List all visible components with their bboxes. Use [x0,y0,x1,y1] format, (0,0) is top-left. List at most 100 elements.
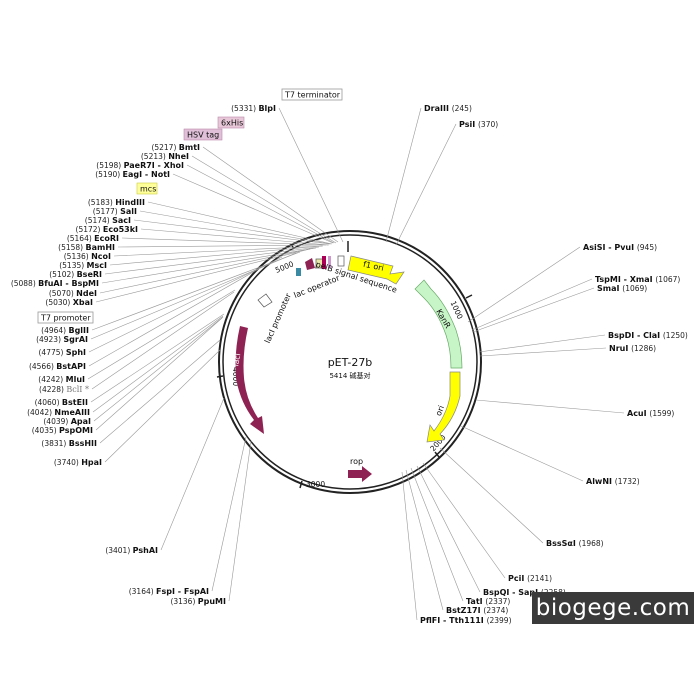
kanr-feature [414,279,463,369]
leader-pshai [160,397,225,551]
t7-promoter-text: T7 promoter [40,314,91,323]
leader-sali [139,210,332,245]
leader-nmeaiii [92,315,224,413]
leader-hpai [104,349,221,463]
site-pspomi: (4035) PspOMI [32,426,93,435]
site-hpai: (3740) HpaI [54,458,102,467]
site-bsteii: (4060) BstEII [35,398,88,407]
leader-ndei [99,247,315,294]
leader-pcii [422,462,506,579]
leader-ecori [121,237,329,246]
site-alwni: AlwNI (1732) [586,477,640,486]
site-leaders [87,107,625,621]
site-nrui: NruI (1286) [609,344,656,353]
site-msci: (5135) MscI [59,261,107,270]
leader-bspqi-sapi [416,465,481,593]
leader-nhei [191,155,337,244]
leader-fspi-fspai [211,436,247,592]
site-psii: PsiI (370) [459,120,498,129]
his-tag-mark [322,256,326,269]
site-sali: (5177) SalI [93,207,137,216]
site-nhei: (5213) NheI [141,152,189,161]
leader-tati [410,467,464,602]
t7-promoter-box: T7 promoter [37,311,94,324]
leader-bstapi [88,266,263,367]
backbone-inner [222,234,478,490]
leader-hindiii [147,201,333,245]
rop-feature [348,466,372,482]
leader-ncoi [113,245,324,257]
site-bfuai-bspmi: (5088) BfuAI - BspMI [11,279,99,288]
hsv-tag-mark [328,256,331,268]
site-apai: (4039) ApaI [43,417,91,426]
site-sgrai: (4923) SgrAI [36,335,88,344]
leader-bsss-i [439,447,544,544]
site-xbai: (5030) XbaI [45,298,93,307]
site-ncoi: (5136) NcoI [64,252,111,261]
plasmid-size: 5414 碱基对 [329,371,370,380]
leader-bfuai-bspmi [101,247,317,284]
site-asisi-pvui: AsiSI - PvuI (945) [583,243,657,252]
site-sphi: (4775) SphI [39,348,87,357]
site-ecori: (5164) EcoRI [67,234,119,243]
tick-3000: 3000 [299,480,325,489]
watermark-logo: biogege.com [532,592,694,624]
leader-xbai [95,248,311,303]
site-bamhi: (5158) BamHI [58,243,115,252]
site-bmti: (5217) BmtI [151,143,200,152]
mcs-box: mcs [136,182,158,195]
pelb-arrow [305,258,315,270]
site-hindiii: (5183) HindIII [88,198,145,207]
leader-bsshii [99,339,221,444]
hsv-tag-text: HSV tag [187,131,219,140]
site-bsss-i: BssSαI (1968) [546,539,604,548]
leader-psii [395,123,457,246]
leader-apai [93,316,224,422]
leader-bsteii [90,313,225,403]
leader-paer7i-xhoi [186,164,335,244]
rop-label: rop [350,457,363,466]
leader-ppumi [228,440,252,602]
leader-mlui [87,289,236,380]
site-pshai: (3401) PshAI [105,546,158,555]
leader-bmti [202,146,339,243]
leader-pflfi-tth111i [401,471,418,621]
site-mlui: (4242) MluI [38,375,85,384]
site-labels: (5331) BlpI(5217) BmtI(5213) NheI(5198) … [11,104,688,625]
site-bstapi: (4566) BstAPI [29,362,86,371]
ori-label: ori [434,404,446,417]
laci-feature [235,326,264,434]
leader-bcli [91,291,235,390]
tick-label-3000: 3000 [306,480,325,489]
tick-label-5000: 5000 [274,259,295,275]
leader-eco53ki [140,228,330,246]
site-bcli: (4228) BclI * [39,385,89,394]
site-bglii: (4964) BglII [41,326,89,335]
backbone-outer [218,230,482,494]
leader-asisi-pvui [467,246,581,323]
leader-pspomi [95,317,223,431]
site-eagi-noti: (5190) EagI - NotI [95,170,170,179]
leader-sphi [88,256,283,353]
plasmid-name: pET-27b [328,356,373,369]
leader-bseri [104,246,320,275]
leader-nrui [479,347,607,357]
hsv-tag-box: HSV tag [183,128,223,141]
leader-tspmi-xmai [471,278,593,331]
site-pcii: PciI (2141) [508,574,552,583]
site-bsshii: (3831) BssHII [41,439,97,448]
site-tati: TatI (2337) [466,597,510,606]
leader-bamhi [117,244,327,248]
t7-terminator-text: T7 terminator [284,91,341,100]
leader-bspdi-clai [478,334,606,353]
leader-msci [109,245,323,266]
site-fspi-fspai: (3164) FspI - FspAI [129,587,209,596]
site-acui: AcuI (1599) [627,409,674,418]
site-saci: (5174) SacI [85,216,131,225]
his-tag-box: 6xHis [217,116,245,129]
leader-smai [472,287,595,333]
ori-feature [426,371,461,443]
mcs-text: mcs [140,185,156,194]
